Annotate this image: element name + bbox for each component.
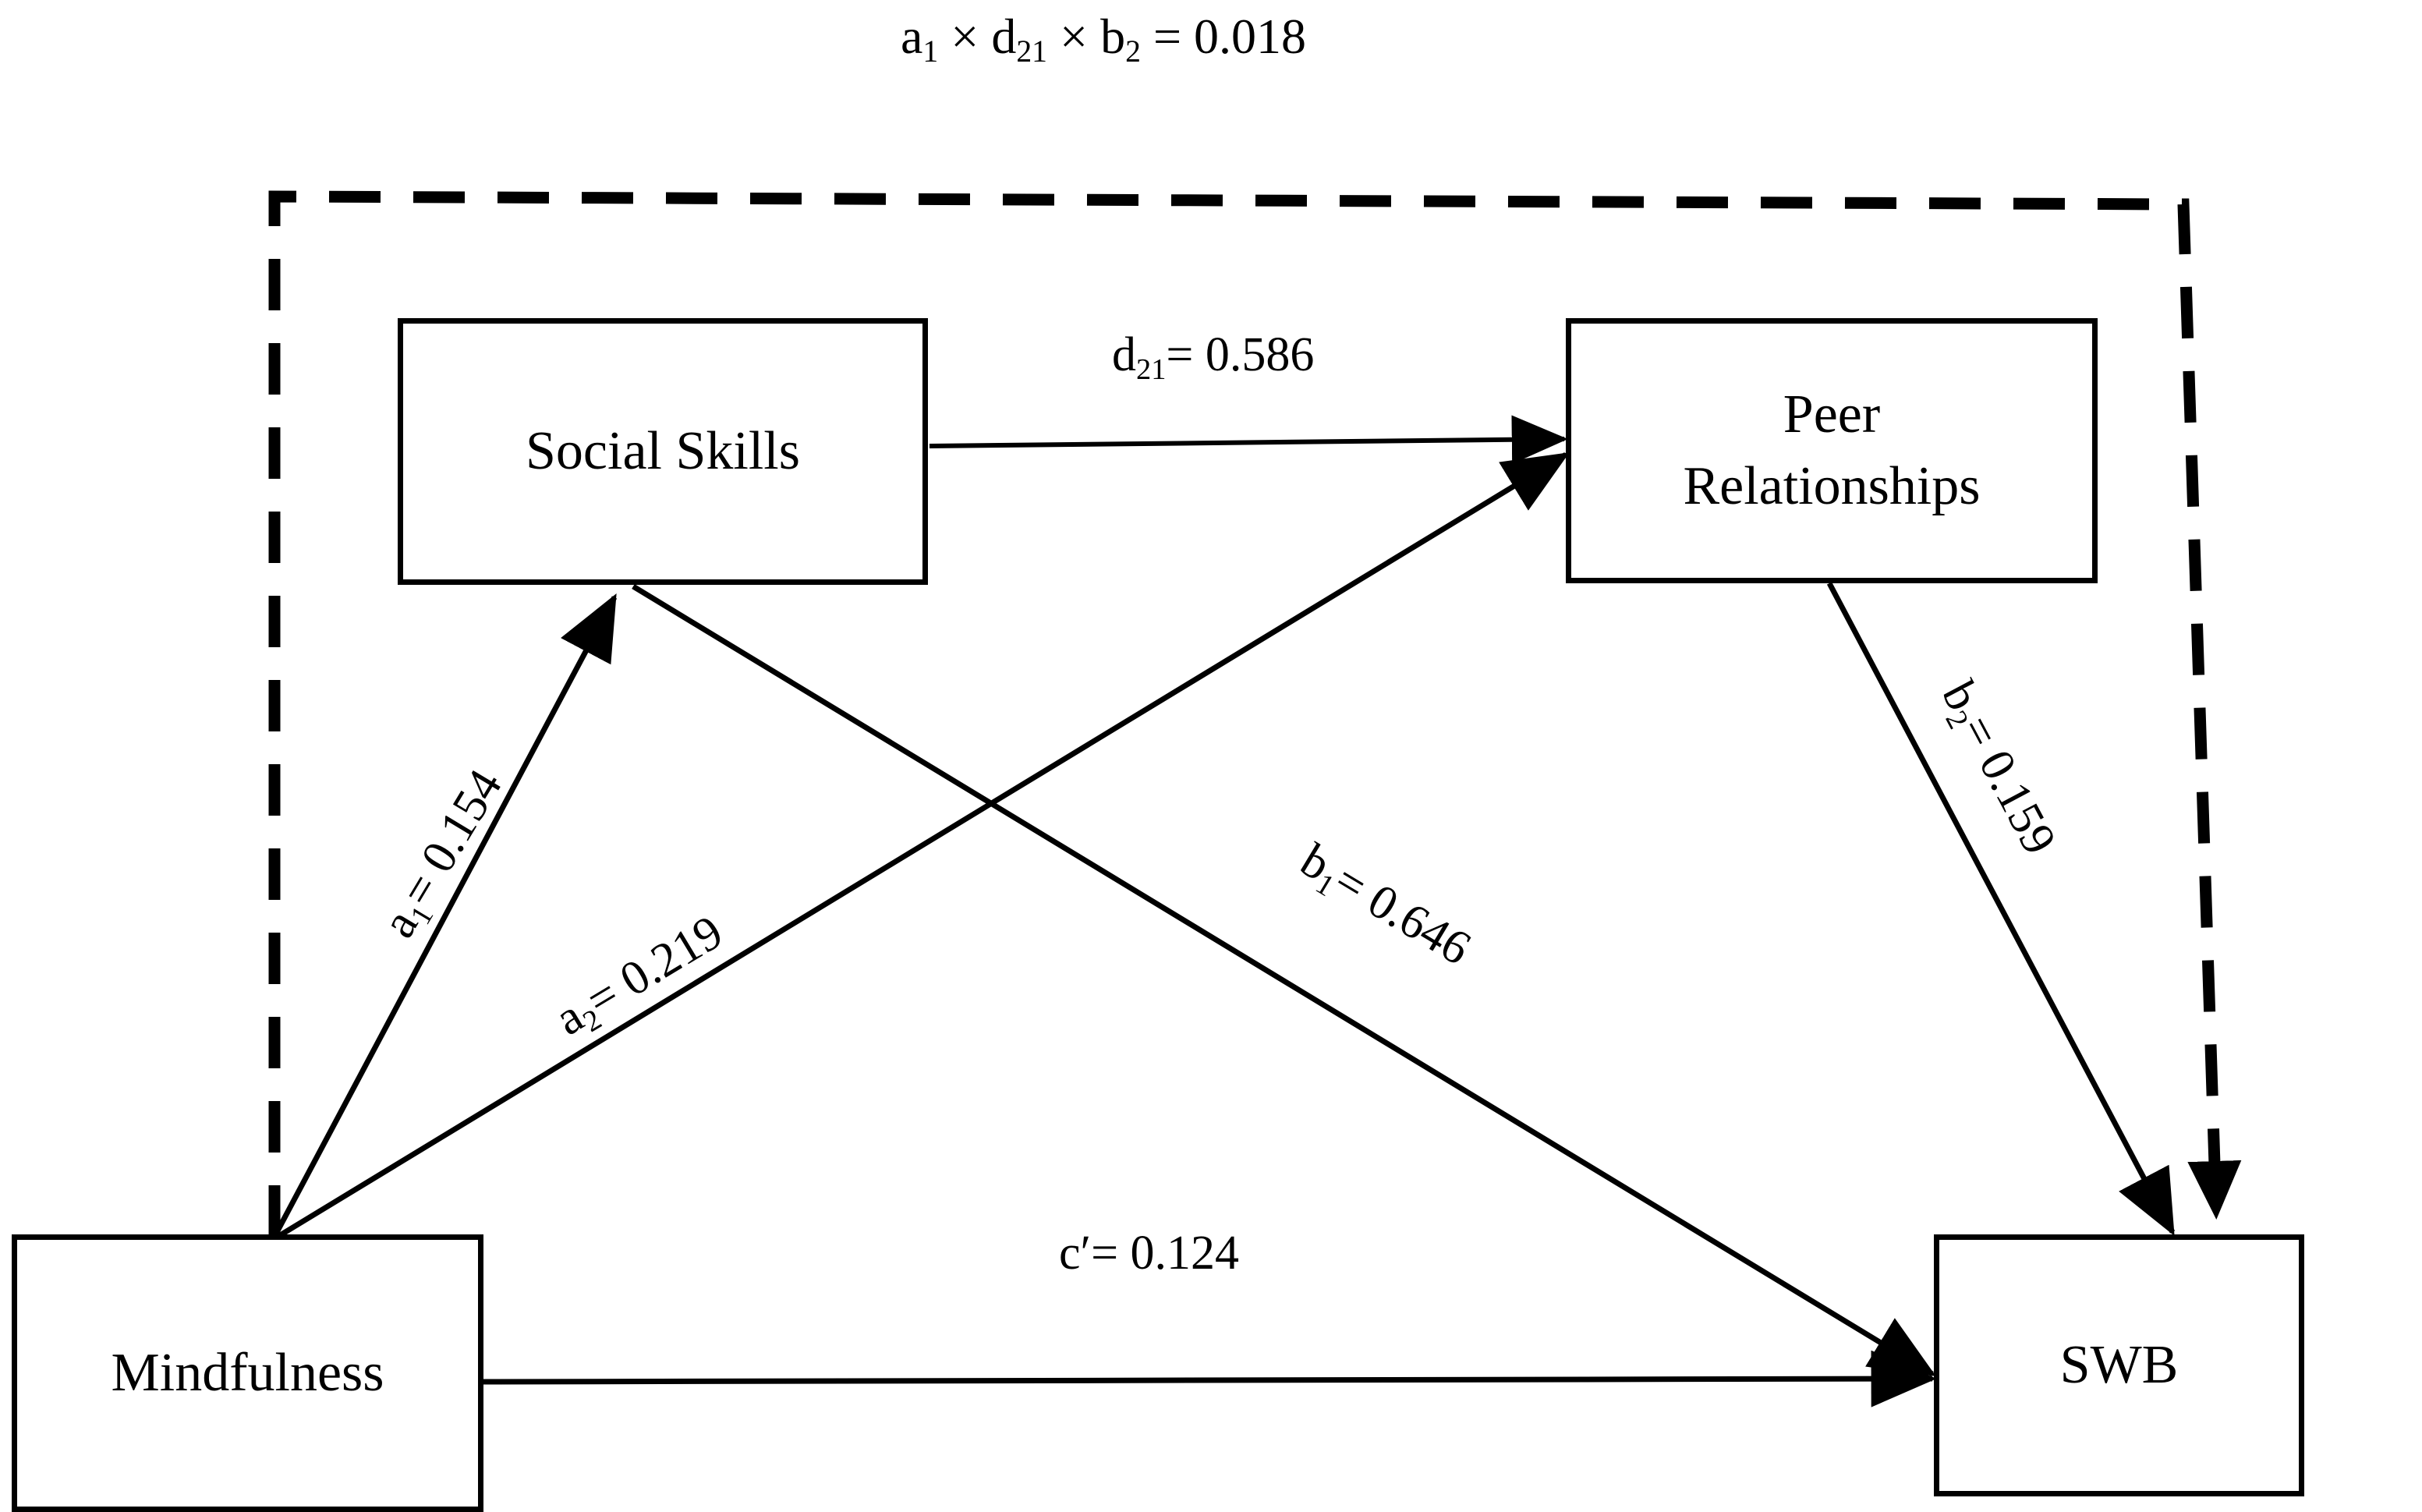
- edge-label-d21-tail: = 0.586: [1166, 328, 1315, 381]
- edge-indirect-dashed-path: [268, 190, 2242, 1237]
- node-swb[interactable]: SWB: [1934, 1234, 2304, 1496]
- formula-op1: × d: [938, 9, 1017, 64]
- formula-a: a: [901, 9, 923, 64]
- node-peer-relationships[interactable]: Peer Relationships: [1566, 318, 2098, 583]
- node-social-skills[interactable]: Social Skills: [398, 318, 928, 585]
- node-peer-relationships-label-line1: Peer: [1783, 384, 1881, 444]
- edge-label-d21-base: d: [1112, 328, 1136, 381]
- formula-b-sub: 2: [1125, 34, 1141, 69]
- node-peer-relationships-label-line2: Relationships: [1683, 456, 1981, 516]
- edge-b1-line: [632, 584, 1936, 1376]
- node-mindfulness-label: Mindfulness: [111, 1342, 384, 1403]
- formula-a-sub: 1: [922, 34, 939, 69]
- edge-a2-line: [276, 452, 1570, 1239]
- node-mindfulness[interactable]: Mindfulness: [12, 1234, 483, 1512]
- edge-b2-line: [1826, 582, 2176, 1236]
- edge-a1-line: [271, 593, 618, 1238]
- edge-label-c-prime: c′= 0.124: [1059, 1226, 1239, 1281]
- edge-label-c-prime-tail: = 0.124: [1091, 1227, 1240, 1280]
- edge-label-d21-sub: 21: [1136, 352, 1167, 386]
- edge-c-prime-line: [483, 1350, 1937, 1408]
- formula-op2: × b: [1047, 9, 1126, 64]
- edge-d21-line: [929, 415, 1568, 464]
- formula-tail: = 0.018: [1140, 9, 1307, 64]
- edge-label-d21: d21= 0.586: [1112, 328, 1315, 386]
- node-social-skills-label: Social Skills: [526, 420, 800, 481]
- edge-label-c-prime-base: c′: [1059, 1227, 1092, 1280]
- formula-d-sub: 21: [1016, 34, 1048, 69]
- indirect-effect-formula: a1 × d21 × b2 = 0.018: [901, 8, 1307, 69]
- node-swb-label: SWB: [2059, 1334, 2179, 1395]
